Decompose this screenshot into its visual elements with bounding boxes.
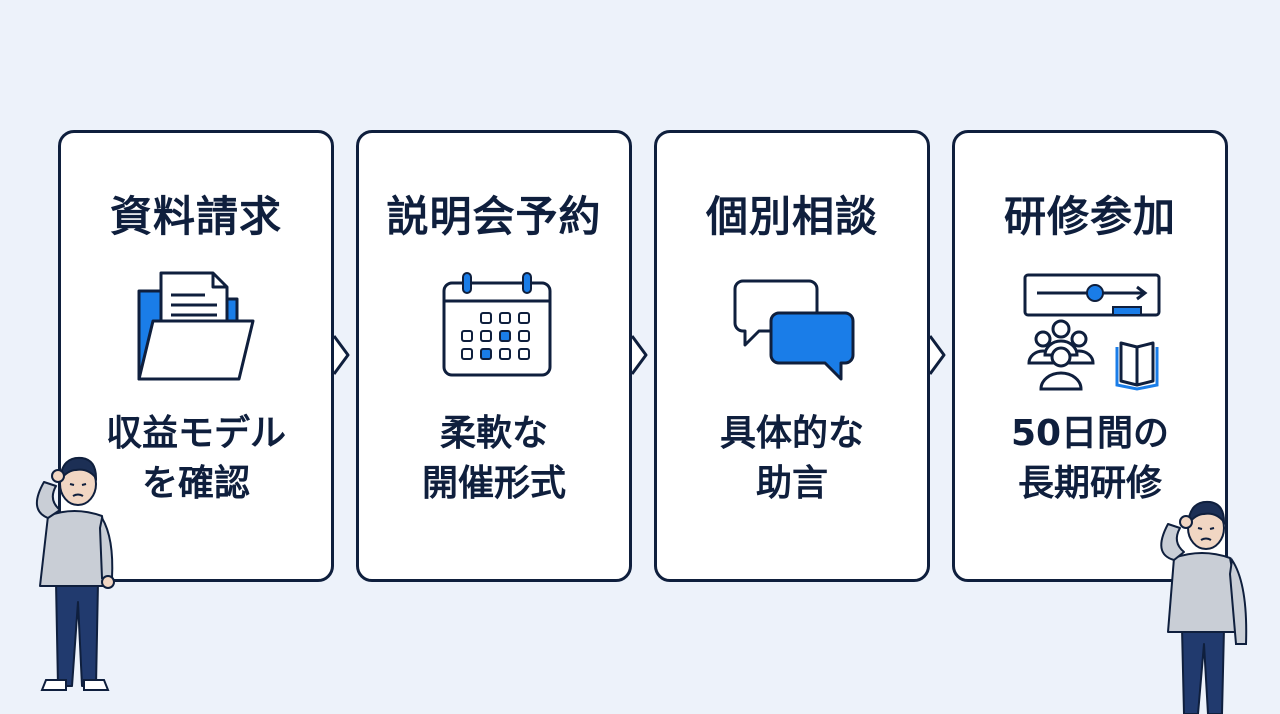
- step-desc-line1: 50日間の: [1010, 413, 1170, 454]
- step-desc-line2: 長期研修: [1017, 463, 1162, 504]
- step-desc-line1: 収益モデル: [105, 413, 286, 454]
- step-title: 資料請求: [109, 192, 282, 241]
- step-desc-line2: を確認: [141, 463, 250, 504]
- step-card-3: 個別相談 具体的な 助言: [654, 130, 930, 582]
- step-desc-line2: 助言: [755, 463, 828, 504]
- calendar-icon: [442, 272, 552, 377]
- training-presentation-icon: [1023, 273, 1161, 391]
- step-description: 具体的な 助言: [657, 409, 927, 509]
- step-title: 説明会予約: [386, 192, 602, 241]
- step-title: 研修参加: [1003, 192, 1176, 241]
- step-description: 収益モデル を確認: [61, 409, 331, 509]
- chevron-right-icon: [632, 335, 648, 375]
- chevron-right-icon: [930, 335, 946, 375]
- step-desc-line2: 開催形式: [421, 463, 566, 504]
- step-description: 50日間の 長期研修: [955, 409, 1225, 509]
- step-card-1: 資料請求 収益モデル を確認: [58, 130, 334, 582]
- chevron-right-icon: [334, 335, 350, 375]
- worried-person-illustration-right: [1160, 500, 1248, 714]
- step-desc-line1: 柔軟な: [439, 413, 548, 454]
- chat-bubbles-icon: [733, 279, 855, 381]
- step-title: 個別相談: [705, 192, 878, 241]
- worried-person-illustration-left: [36, 456, 115, 691]
- folder-document-icon: [137, 271, 255, 381]
- step-card-2: 説明会予約 柔軟な 開催形式: [356, 130, 632, 582]
- step-card-4: 研修参加 50日間の 長期研修: [952, 130, 1228, 582]
- step-description: 柔軟な 開催形式: [359, 409, 629, 509]
- step-desc-line1: 具体的な: [719, 413, 864, 454]
